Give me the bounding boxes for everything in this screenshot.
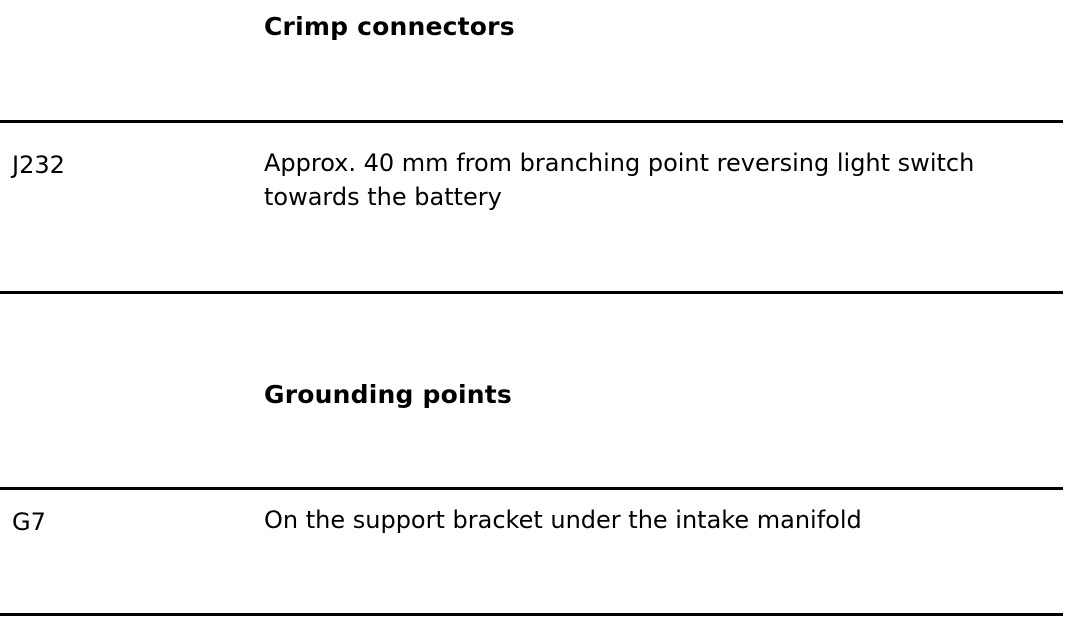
table-rule-top xyxy=(0,120,1063,123)
connector-description: Approx. 40 mm from branching point rever… xyxy=(264,149,975,211)
ground-point-description: On the support bracket under the intake … xyxy=(264,506,862,534)
table-rule-top xyxy=(0,487,1063,490)
table-rule-bottom xyxy=(0,291,1063,294)
ground-point-code: G7 xyxy=(12,508,46,536)
section-heading-grounding-points: Grounding points xyxy=(264,380,512,409)
section-heading-crimp-connectors: Crimp connectors xyxy=(264,12,515,41)
table-rule-bottom xyxy=(0,613,1063,616)
connector-code: J232 xyxy=(12,151,65,179)
